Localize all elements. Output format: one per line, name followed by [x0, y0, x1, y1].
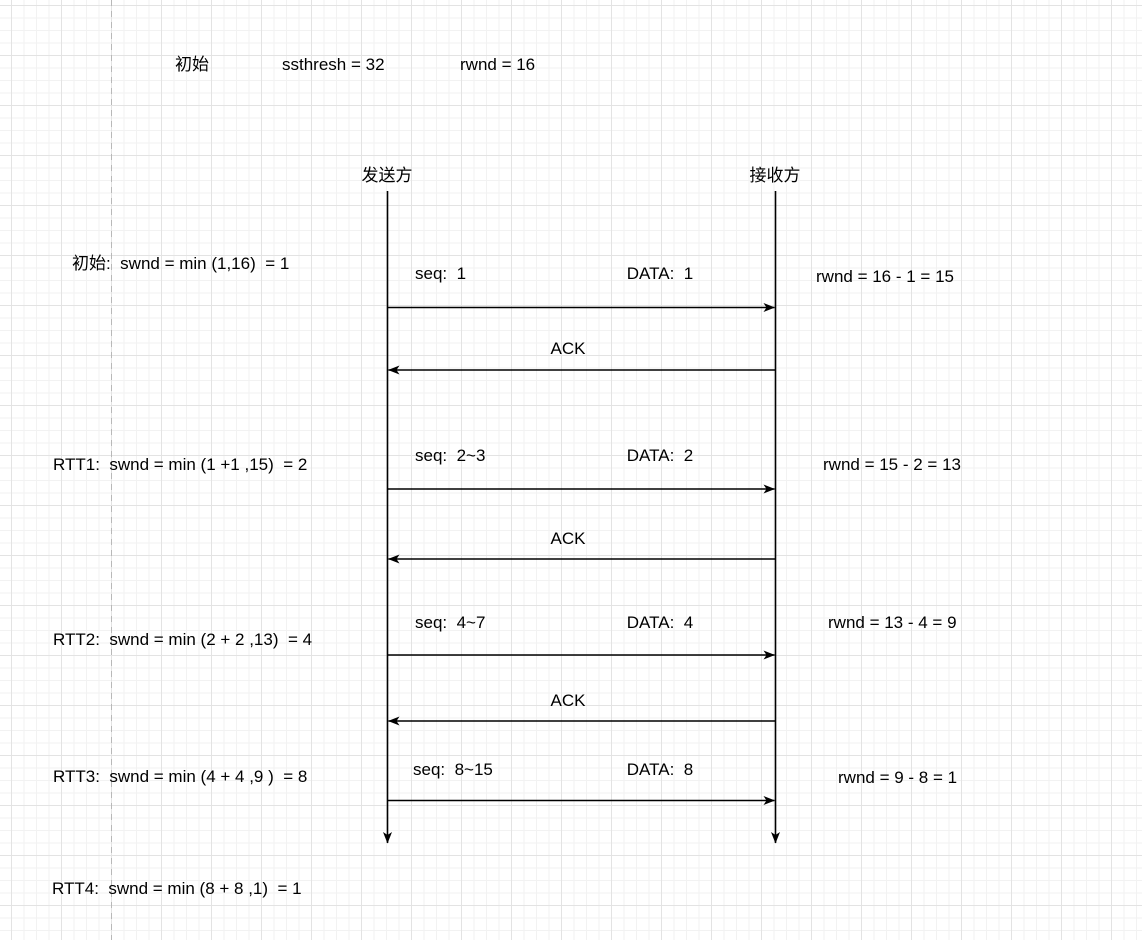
- round3-seq-label: seq: 8~15: [413, 760, 493, 779]
- round2-rwnd-label: rwnd = 13 - 4 = 9: [828, 613, 957, 632]
- round0-ack-label: ACK: [550, 339, 586, 358]
- round3-rwnd-label: rwnd = 9 - 8 = 1: [838, 768, 958, 787]
- header-ssthresh-label: ssthresh = 32: [282, 55, 385, 74]
- round2-swnd-label: RTT2: swnd = min (2 + 2 ,13) = 4: [53, 630, 313, 649]
- round3-data-label: DATA: 8: [626, 760, 694, 779]
- round0-rwnd-label: rwnd = 16 - 1 = 15: [816, 267, 954, 286]
- round2-data-label: DATA: 4: [626, 613, 694, 632]
- round0-data-label: DATA: 1: [626, 264, 694, 283]
- round1-data-label: DATA: 2: [626, 446, 694, 465]
- round0-swnd-label: 初始: swnd = min (1,16) = 1: [72, 254, 290, 273]
- round1-rwnd-label: rwnd = 15 - 2 = 13: [823, 455, 961, 474]
- round1-ack-label: ACK: [550, 529, 586, 548]
- round1-seq-label: seq: 2~3: [415, 446, 486, 465]
- receiver-actor-label: 接收方: [749, 166, 801, 185]
- round2-seq-label: seq: 4~7: [415, 613, 486, 632]
- footer-rtt4-label: RTT4: swnd = min (8 + 8 ,1) = 1: [52, 879, 302, 898]
- round2-ack-label: ACK: [550, 691, 586, 710]
- round1-swnd-label: RTT1: swnd = min (1 +1 ,15) = 2: [53, 455, 308, 474]
- round0-seq-label: seq: 1: [415, 264, 467, 283]
- sender-actor-label: 发送方: [361, 166, 413, 185]
- round3-swnd-label: RTT3: swnd = min (4 + 4 ,9 ) = 8: [53, 767, 308, 786]
- header-initial-label: 初始: [175, 55, 209, 74]
- header-rwnd-label: rwnd = 16: [460, 55, 536, 74]
